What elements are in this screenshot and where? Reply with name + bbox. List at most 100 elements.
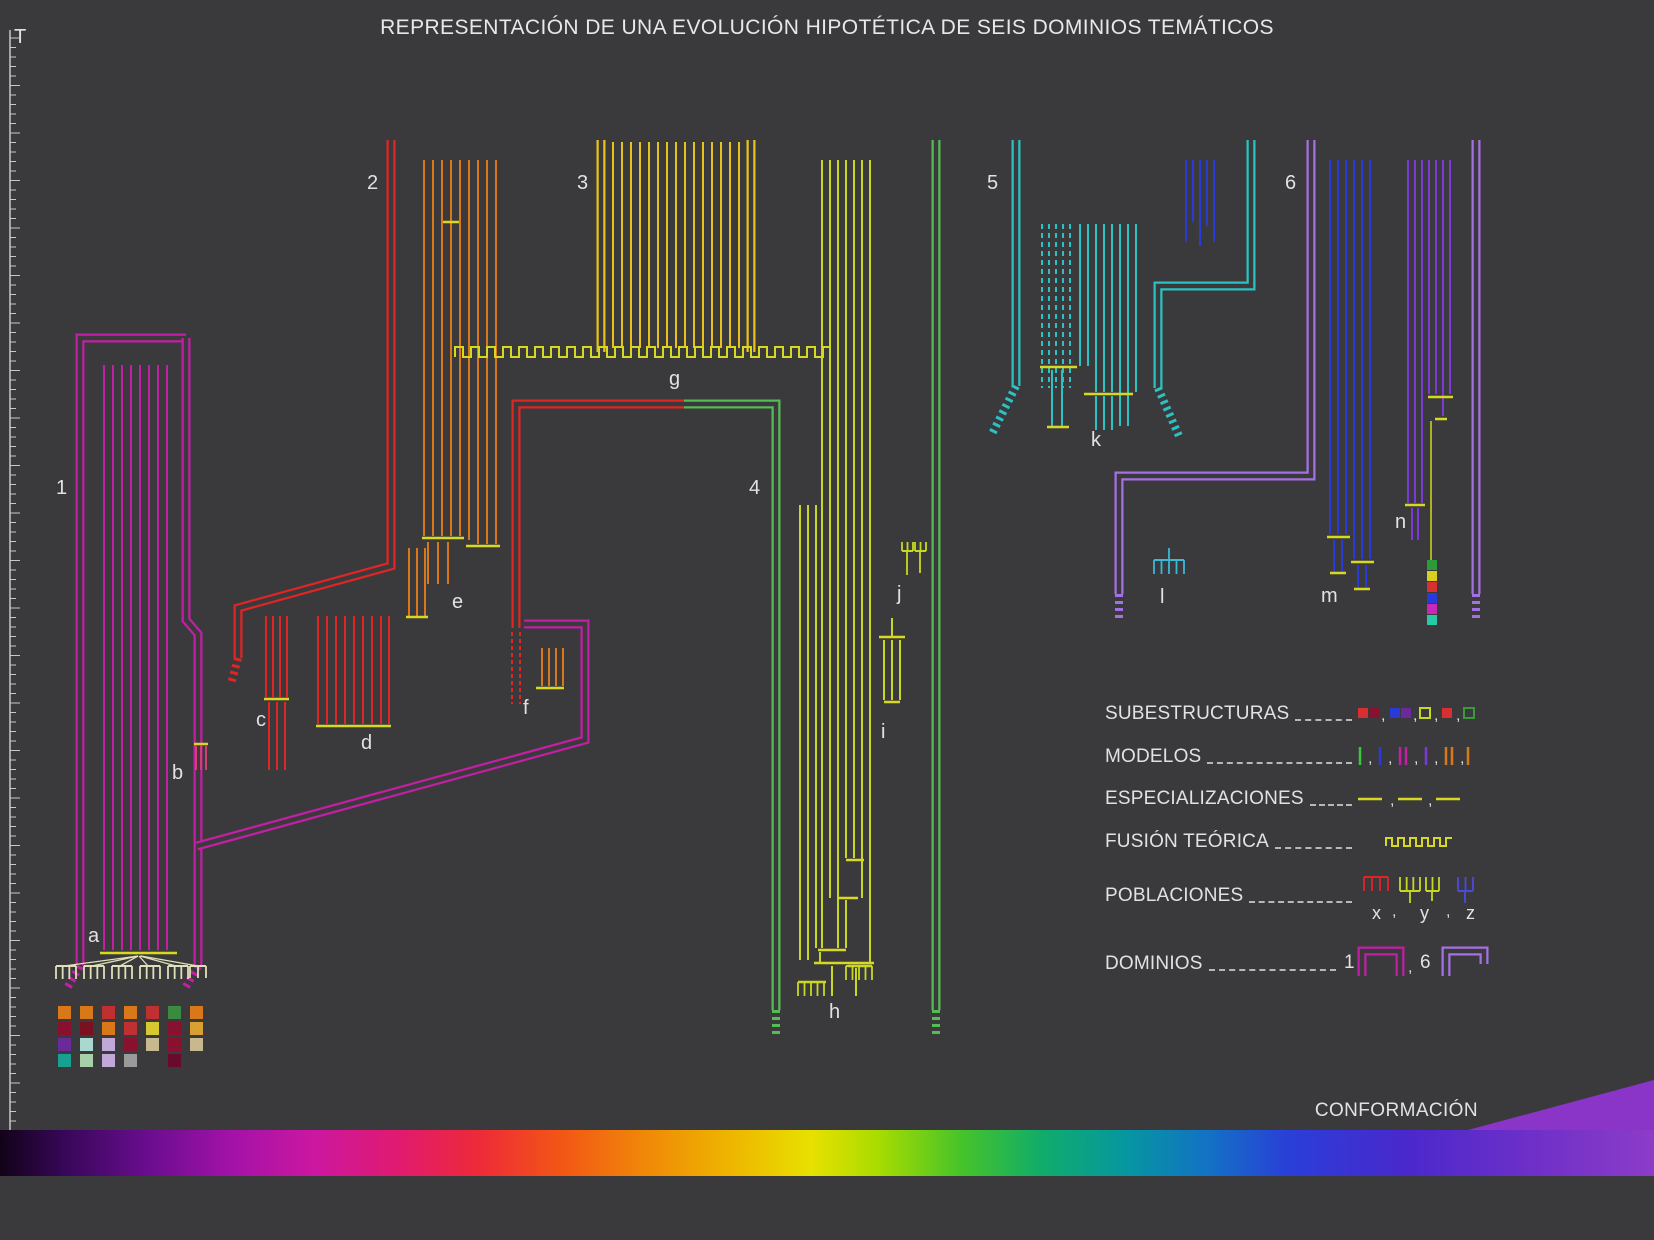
substructure-square [1427, 571, 1437, 581]
legend-leader [1309, 792, 1352, 806]
domain4-tube-green-hollow [684, 401, 779, 1010]
legend-domain6-icon-hollow [1443, 948, 1487, 976]
fusion-zigzag [1385, 837, 1452, 847]
domain6-tube-left-hollow [1116, 140, 1314, 594]
legend-label-modelos: MODELOS [1105, 746, 1202, 767]
substructure-square [1419, 707, 1431, 719]
legend-row-poblaciones: POBLACIONES [1105, 885, 1354, 907]
legend-separator: , [1392, 903, 1396, 920]
conformation-arrow [1468, 1080, 1654, 1130]
legend-row-subestructuras: SUBESTRUCTURAS [1105, 703, 1354, 725]
substructure-square [124, 1054, 137, 1067]
substructure-square [80, 1038, 93, 1051]
fan-lines [139, 955, 177, 967]
legend-separator: , [1446, 903, 1450, 920]
substructure-square [1369, 708, 1379, 718]
substructure-square [80, 1006, 93, 1019]
domain4-tube-red-segment [511, 399, 684, 628]
legend-leader [1207, 750, 1352, 764]
substructure-square [58, 1006, 71, 1019]
page-title: REPRESENTACIÓN DE UNA EVOLUCIÓN HIPOTÉTI… [380, 16, 1274, 39]
tube-hatch-cyan [1154, 386, 1183, 438]
substructure-square [102, 1054, 115, 1067]
domain1-tube-left [75, 333, 186, 966]
legend-separator: , [1460, 750, 1464, 767]
substructure-square [58, 1054, 71, 1067]
fan-lines [63, 955, 139, 967]
legend-separator: , [1390, 792, 1394, 809]
legend-separator: , [1408, 959, 1412, 976]
legend-separator: , [1434, 750, 1438, 767]
substructure-square [1427, 604, 1437, 614]
legend-leader [1274, 835, 1352, 849]
legend-label-fusion-teorica: FUSIÓN TEÓRICA [1105, 831, 1269, 852]
fan-lines [119, 955, 139, 967]
conformation-gradient-bar [0, 1130, 1654, 1176]
substructure-square [102, 1006, 115, 1019]
legend-row-especializaciones: ESPECIALIZACIONES [1105, 788, 1354, 810]
legend-domain-number-1: 1 [1344, 952, 1355, 973]
domain4-tube-red-segment-hollow [513, 401, 684, 628]
legend-separator: , [1414, 750, 1418, 767]
substructure-square [168, 1038, 181, 1051]
tube-hatch-red [227, 656, 242, 686]
substructure-square [80, 1054, 93, 1067]
substructure-square [1427, 560, 1437, 570]
fan-lines [91, 955, 139, 967]
fusion-zigzag [454, 346, 830, 358]
domain1-tube-left-hollow [77, 335, 186, 966]
legend-row-modelos: MODELOS [1105, 746, 1354, 768]
substructure-square [1427, 615, 1437, 625]
domain1-tube-branch-hollow [196, 621, 588, 849]
tube-hatch-magenta [62, 963, 84, 993]
substructure-square [80, 1022, 93, 1035]
substructure-square [1427, 593, 1437, 603]
legend-label-subestructuras: SUBESTRUCTURAS [1105, 703, 1290, 724]
substructure-square [58, 1022, 71, 1035]
substructure-square [190, 1038, 203, 1051]
legend-leader [1295, 707, 1352, 721]
legend-separator: , [1381, 707, 1385, 724]
domain4-tube-green [684, 399, 781, 1010]
domain5-tube-right-hollow [1155, 140, 1254, 388]
legend-label-poblaciones: POBLACIONES [1105, 885, 1244, 906]
substructure-square [124, 1022, 137, 1035]
legend-separator: , [1456, 707, 1460, 724]
fan-lines [140, 955, 199, 967]
legend-separator: , [1413, 707, 1417, 724]
legend-leader [1208, 957, 1336, 971]
substructure-square [146, 1038, 159, 1051]
substructure-square [190, 1022, 203, 1035]
population-label-z: z [1466, 903, 1475, 923]
substructure-square [1463, 707, 1475, 719]
legend-separator: , [1388, 750, 1392, 767]
substructure-square [124, 1006, 137, 1019]
domain1-tube-right-hollow [183, 338, 201, 966]
tube-hatch-cyan [987, 384, 1020, 438]
legend-separator: , [1368, 750, 1372, 767]
legend-domain1-icon [1357, 946, 1405, 976]
substructure-square [146, 1006, 159, 1019]
legend-domain1-icon-hollow [1359, 948, 1403, 976]
domain2-tube-hollow [235, 140, 394, 658]
population-label-y: y [1420, 903, 1429, 923]
substructure-square [1358, 708, 1368, 718]
fan-lines [138, 955, 149, 967]
substructure-square [168, 1022, 181, 1035]
domain1-tube-branch [195, 619, 590, 851]
substructure-square [58, 1038, 71, 1051]
time-axis-label: T [14, 26, 27, 48]
substructure-square [1401, 708, 1411, 718]
domain5-tube-right [1153, 140, 1256, 388]
domain2-tube [233, 140, 396, 658]
substructure-square [1442, 708, 1452, 718]
legend-separator: , [1428, 792, 1432, 809]
legend-row-dominios: DOMINIOS [1105, 953, 1338, 975]
population-label-x: x [1372, 903, 1381, 923]
legend-leader [1249, 889, 1352, 903]
substructure-square [146, 1022, 159, 1035]
legend-separator: , [1434, 707, 1438, 724]
legend-label-dominios: DOMINIOS [1105, 953, 1203, 974]
